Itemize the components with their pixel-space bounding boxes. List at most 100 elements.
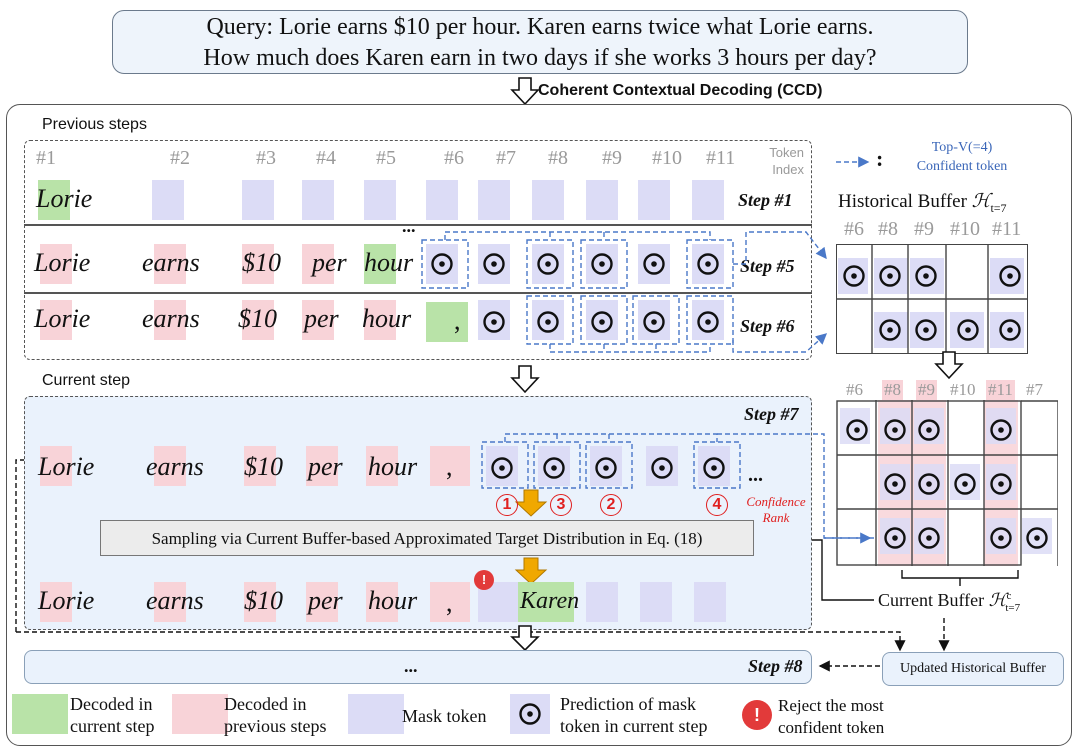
ellipsis: ... [402,216,416,236]
token-word: , [446,452,453,481]
token-word: Karen [520,588,580,614]
legend-text: confident token [778,718,885,737]
merged-col-label: #10 [950,380,976,399]
token-index: #9 [602,147,622,169]
decoded-previous-cell [154,300,186,340]
token-index: #3 [256,147,276,169]
down-arrow-icon [510,625,540,652]
sampling-box: Sampling via Current Buffer-based Approx… [100,520,754,556]
merged-col-label: #11 [986,380,1015,400]
updated-historical-buffer: Updated Historical Buffer [882,652,1064,686]
legend-prediction: Prediction of mask token in current step [560,693,707,737]
decoded-previous-cell [366,446,398,486]
decoded-previous-cell [154,582,186,622]
token-word: per [304,304,339,333]
token-index-label: Token Index [769,145,804,177]
previous-steps-panel [24,140,812,360]
token-index: #7 [496,147,516,169]
step-6-label: Step #6 [740,316,795,336]
mask-cell [532,180,564,220]
token-word: per [308,452,343,481]
decoded-current-cell [426,302,468,342]
legend-text: token in current step [560,716,708,736]
buffer-col-label: #9 [914,218,934,240]
merged-col-label: #6 [846,380,863,399]
token-index: #4 [316,147,336,169]
decoded-previous-cell [302,244,334,284]
legend-reject: Reject the most confident token [778,695,884,739]
legend-text: Decoded in [224,694,307,714]
buffer-superscript: c [1006,590,1012,602]
confidence-rank-badge: 2 [600,494,622,516]
legend-text: previous steps [224,716,327,736]
merged-col-label: #8 [882,380,903,400]
decoded-previous-cell [40,244,72,284]
token-word: hour [364,248,414,277]
current-buffer-title: Current Buffer ℋct=7 [878,590,1020,614]
down-arrow-icon [510,77,540,106]
mask-cell [364,180,396,220]
ccd-container [6,104,1072,746]
legend-swatch-mask [348,694,404,734]
token-index: #10 [652,147,682,169]
topv-legend-line1: Top-V(=4) [931,140,993,155]
decoded-previous-cell [40,582,72,622]
legend-decoded-previous: Decoded in previous steps [224,693,327,737]
decoded-previous-cell [40,446,72,486]
confidence-rank-badge: 3 [550,494,572,516]
token-index: #8 [548,147,568,169]
token-word: , [446,588,453,617]
token-word: Lorie [34,304,91,333]
mask-cell [692,180,724,220]
ellipsis: ... [404,656,418,676]
decoded-previous-cell [366,582,398,622]
row-divider [24,224,812,226]
legend-text: Decoded in [70,694,153,714]
decoded-previous-cell [244,582,276,622]
decoded-previous-cell [364,300,396,340]
decoded-previous-cell [154,244,186,284]
token-index: #1 [36,147,56,169]
decoded-previous-cell [154,446,186,486]
legend-text: Reject the most [778,696,884,715]
token-index: #5 [376,147,396,169]
legend-decoded-current: Decoded in current step [70,693,154,737]
merged-col-label: #9 [916,380,937,400]
ccd-label: Coherent Contextual Decoding (CCD) [538,82,823,99]
decoded-previous-cell [306,446,338,486]
token-word: Lorie [34,248,91,277]
token-word: Lorie [38,586,95,615]
decoded-current-cell [518,582,574,622]
token-word: per [308,586,343,615]
next-step-panel [24,650,812,684]
query-box: Query: Lorie earns $10 per hour. Karen e… [112,10,968,74]
token-word: per [312,248,347,277]
token-index: #11 [706,147,736,169]
decoded-previous-cell [40,300,72,340]
token-index: #2 [170,147,190,169]
query-line-2: How much does Karen earn in two days if … [203,45,877,71]
token-word: hour [362,304,412,333]
token-word: earns [146,586,204,615]
query-line-1: Query: Lorie earns $10 per hour. Karen e… [206,14,874,40]
decoded-previous-cell [244,446,276,486]
down-arrow-icon [510,365,540,394]
legend-mask: Mask token [402,706,487,726]
token-word: hour [368,452,418,481]
mask-cell [694,582,726,622]
buffer-col-label: #6 [844,218,864,240]
prediction-icon [518,702,542,726]
token-word: $10 [242,248,281,277]
buffer-col-label: #11 [992,218,1022,240]
token-word: , [454,306,461,335]
decoded-current-cell [364,244,396,284]
confidence-rank-badge: 4 [706,494,728,516]
mask-cell [640,582,672,622]
historical-buffer-title: Historical Buffer ℋt=7 [838,190,1007,216]
mask-cell [478,180,510,220]
token-word: Lorie [38,452,95,481]
historical-buffer-title-text: Historical Buffer [838,191,967,212]
decoded-previous-cell [242,300,274,340]
